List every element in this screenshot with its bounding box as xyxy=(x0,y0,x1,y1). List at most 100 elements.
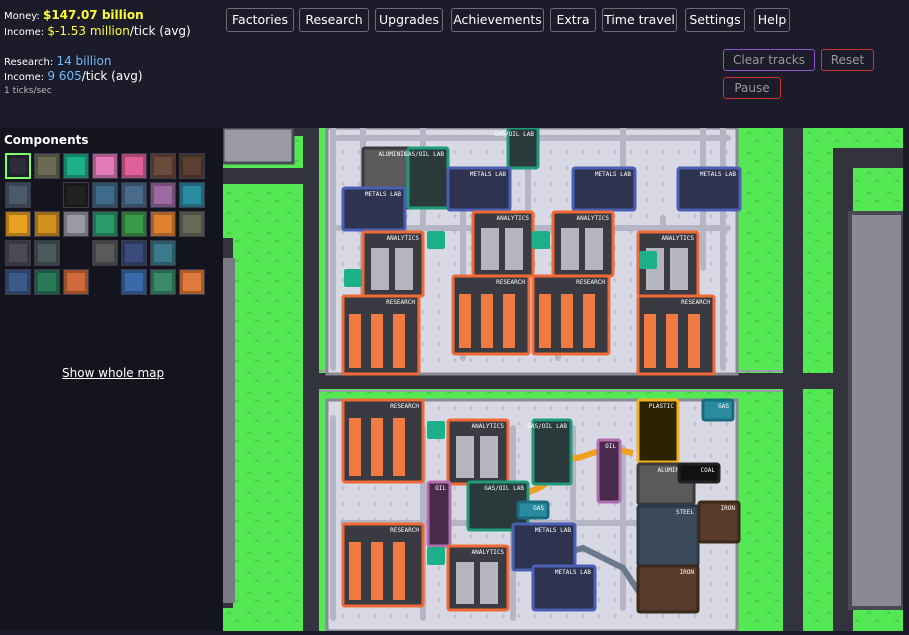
plastic-icon[interactable] xyxy=(5,211,31,237)
gas-oil-lab-icon[interactable] xyxy=(5,269,31,295)
help-button[interactable]: Help xyxy=(754,8,790,32)
server-rack xyxy=(456,436,474,478)
research-income-suffix: /tick (avg) xyxy=(81,69,143,83)
upgrades-button[interactable]: Upgrades xyxy=(375,8,443,32)
building-label: ANALYTICS xyxy=(496,215,529,222)
oil-icon[interactable] xyxy=(150,182,176,208)
warehouse-block xyxy=(223,258,235,603)
research-column xyxy=(371,314,383,368)
research-icon[interactable] xyxy=(63,269,89,295)
gray-machine-icon[interactable] xyxy=(34,240,60,266)
research-column xyxy=(349,314,361,368)
metals-lab-icon[interactable] xyxy=(34,269,60,295)
building-metals xyxy=(571,166,637,212)
building-iron xyxy=(697,500,741,544)
research-value: 14 billion xyxy=(56,54,112,68)
coal-icon[interactable] xyxy=(63,182,89,208)
top-panel: Money: $147.07 billion Income: $-1.53 mi… xyxy=(0,0,909,128)
research-column xyxy=(503,294,515,348)
cursor-icon[interactable] xyxy=(5,153,31,179)
building-label: OIL xyxy=(435,485,446,492)
building-label: GAS/OIL LAB xyxy=(404,151,444,158)
building-label: ANALYTICS xyxy=(471,549,504,556)
building-label: METALS LAB xyxy=(700,171,737,178)
iron-buyer-icon[interactable] xyxy=(150,153,176,179)
teal-machine-icon[interactable] xyxy=(92,211,118,237)
research-column xyxy=(393,542,405,600)
clear-tracks-button[interactable]: Clear tracks xyxy=(723,49,815,71)
reset-button[interactable]: Reset xyxy=(821,49,874,71)
building-label: RESEARCH xyxy=(576,279,605,286)
income-label: Income: xyxy=(4,27,45,38)
warehouse-block xyxy=(221,126,295,165)
building-label: OIL xyxy=(605,443,616,450)
building-label: STEEL xyxy=(676,509,694,516)
show-whole-map-link[interactable]: Show whole map xyxy=(62,366,165,380)
building-label: GAS xyxy=(718,403,729,410)
building-label: GAS/OIL LAB xyxy=(494,131,534,138)
conveyor-icon[interactable] xyxy=(34,153,60,179)
blue-lab-icon[interactable] xyxy=(121,269,147,295)
research-income-stat: Income: 9 605/tick (avg) xyxy=(4,69,143,83)
orange-factory-icon[interactable] xyxy=(150,211,176,237)
building-label: METALS LAB xyxy=(535,527,572,534)
recycle-icon xyxy=(427,231,445,249)
blue-machine-icon[interactable] xyxy=(121,240,147,266)
building-metals xyxy=(531,564,597,612)
building-label: COAL xyxy=(701,467,716,474)
gray-seller-icon[interactable] xyxy=(5,182,31,208)
tick-rate: 1 ticks/sec xyxy=(4,86,52,96)
silver-icon[interactable] xyxy=(63,211,89,237)
research-column xyxy=(459,294,471,348)
green-seller-icon[interactable] xyxy=(121,211,147,237)
research-column xyxy=(393,314,405,368)
extra-button[interactable]: Extra xyxy=(550,8,596,32)
building-label: RESEARCH xyxy=(390,527,419,534)
building-label: IRON xyxy=(680,569,695,576)
building-gas_oil xyxy=(506,126,540,170)
steel-icon[interactable] xyxy=(92,182,118,208)
gas-icon[interactable] xyxy=(179,182,205,208)
recycle-icon xyxy=(344,269,362,287)
gray-stack-icon[interactable] xyxy=(179,211,205,237)
building-label: RESEARCH xyxy=(496,279,525,286)
recycle-icon xyxy=(427,547,445,565)
research-column xyxy=(349,418,361,476)
road-segment xyxy=(319,373,899,389)
income-stat: Income: $-1.53 million/tick (avg) xyxy=(4,24,191,38)
server-rack xyxy=(480,436,498,478)
server-rack xyxy=(456,562,474,604)
research-column xyxy=(688,314,700,368)
time-travel-button[interactable]: Time travel xyxy=(602,8,677,32)
plastic-seller-icon[interactable] xyxy=(34,211,60,237)
gear-box-icon[interactable] xyxy=(5,240,31,266)
building-metals xyxy=(446,166,512,212)
building-label: IRON xyxy=(721,505,736,512)
research-column xyxy=(539,294,551,348)
research-stat: Research: 14 billion xyxy=(4,54,111,68)
green-lab-icon[interactable] xyxy=(150,269,176,295)
teal-seller-icon[interactable] xyxy=(150,240,176,266)
recycle-icon[interactable] xyxy=(63,153,89,179)
research-income-label: Income: xyxy=(4,72,45,83)
building-label: METALS LAB xyxy=(595,171,632,178)
warehouse-block xyxy=(848,211,905,610)
building-label: GAS/OIL LAB xyxy=(527,423,567,430)
aluminium-icon[interactable] xyxy=(92,240,118,266)
research-button[interactable]: Research xyxy=(299,8,369,32)
income-suffix: /tick (avg) xyxy=(129,24,191,38)
achievements-button[interactable]: Achievements xyxy=(451,8,544,32)
building-gas xyxy=(516,500,550,520)
factories-button[interactable]: Factories xyxy=(226,8,294,32)
iron-foundry-icon[interactable] xyxy=(179,153,205,179)
components-title: Components xyxy=(4,133,89,147)
pink-sorter-icon[interactable] xyxy=(121,153,147,179)
settings-button[interactable]: Settings xyxy=(685,8,745,32)
steel-seller-icon[interactable] xyxy=(121,182,147,208)
pause-button[interactable]: Pause xyxy=(723,77,781,99)
pink-machine-icon[interactable] xyxy=(92,153,118,179)
orange-lab-icon[interactable] xyxy=(179,269,205,295)
